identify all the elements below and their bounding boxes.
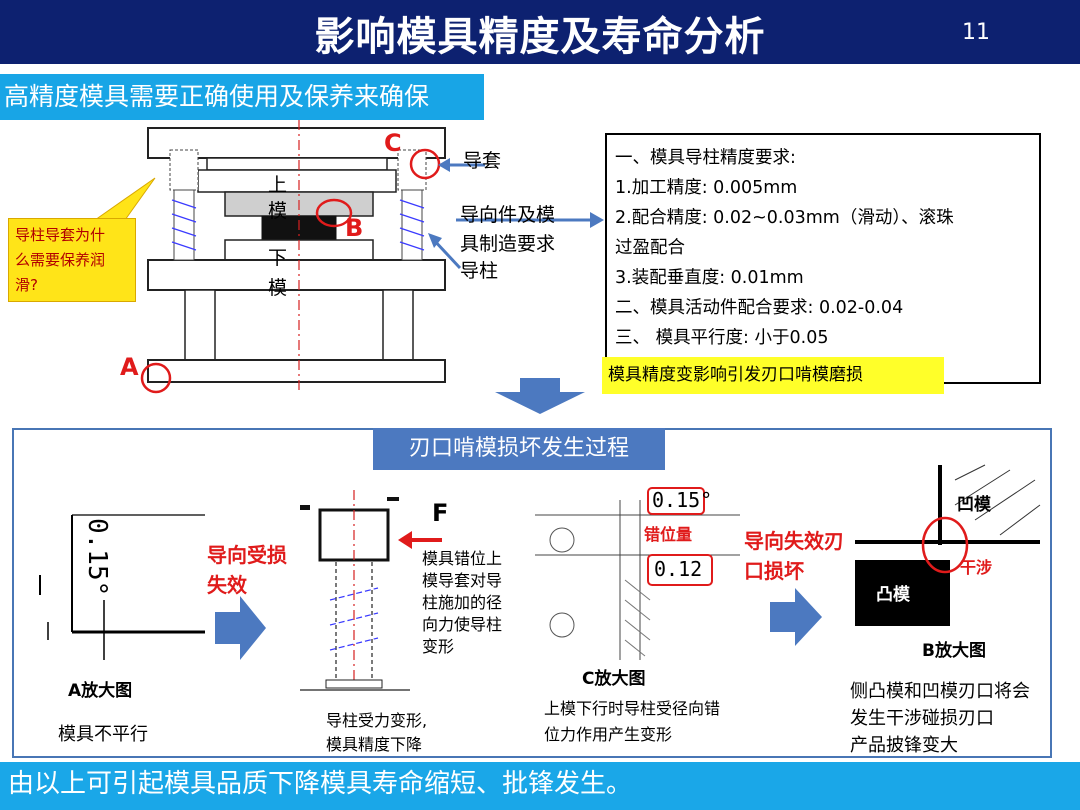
arrow2-line2: 口损坏 [744,559,804,583]
page-title: 影响模具精度及寿命分析 [314,14,766,60]
a-view-desc: 模具不平行 [58,724,148,745]
spec-line: 三、 模具平行度: 小于0.05 [615,328,829,348]
point-c-label: C [384,129,402,157]
b-desc: 侧凸模和凹模刃口将会 发生干涉碰损刃口 产品披锋变大 [850,678,1030,759]
post-desc-line1: 导柱受力变形, [326,711,428,730]
callout-line3: 滑? [15,276,38,294]
upper-die-label-2: 模 [268,200,288,222]
title-bar [0,0,1080,64]
subtitle-banner: 高精度模具需要正确使用及保养来确保 [0,74,484,120]
wear-highlight: 模具精度变影响引发刃口啃模磨损 [602,357,944,394]
callout-line1: 导柱导套为什 [15,226,106,244]
c-tolerance-2: 0.12 [654,557,703,581]
a-view-title: A放大图 [68,681,133,701]
guide-sleeve-label: 导套 [463,150,502,172]
spec-line: 2.配合精度: 0.02~0.03mm（滑动）、滚珠 [615,208,954,228]
a-tolerance: 0.15° [82,518,112,597]
spec-line: 一、模具导柱精度要求: [615,148,796,168]
c-desc-line2: 位力作用产生变形 [544,725,673,744]
arrow1-line2: 失效 [207,573,247,597]
process-title: 刃口啃模损坏发生过程 [373,428,665,470]
punch-label: 凸模 [876,585,910,605]
force-desc-line: 柱施加的径 [422,593,503,612]
footer-banner: 由以上可引起模具品质下降模具寿命缩短、批锋发生。 [0,762,1080,810]
upper-die-label-1: 上 [268,174,288,196]
arrow2-line1: 导向失效刃 [744,529,844,553]
force-desc-line: 模导套对导 [422,571,503,590]
guide-post-label: 导柱 [460,260,499,282]
guide-req-line2: 具制造要求 [460,233,556,255]
lubrication-callout: 导柱导套为什 么需要保养润 滑? [8,218,136,302]
force-f-label: F [432,499,449,527]
lower-die-label-1: 下 [268,247,288,269]
force-desc-line: 向力使导柱 [422,615,503,634]
point-b-label: B [345,214,364,242]
offset-label: 错位量 [644,525,693,544]
spec-line: 二、模具活动件配合要求: 0.02-0.04 [615,298,904,318]
c-view-title: C放大图 [582,669,646,689]
force-desc-line: 模具错位上 [422,549,503,568]
spec-line: 3.装配垂直度: 0.01mm [615,268,804,288]
die-label: 凹模 [957,495,991,515]
c-desc-line1: 上模下行时导柱受径向错 [544,699,721,718]
lower-die-label-2: 模 [268,277,288,299]
force-desc: 模具错位上 模导套对导 柱施加的径 向力使导柱 变形 [422,548,502,658]
force-desc-line: 变形 [422,637,455,656]
spec-line: 1.加工精度: 0.005mm [615,178,798,198]
c-tolerance-1: 0.15° [652,488,713,512]
spec-line: 过盈配合 [615,238,685,258]
b-desc-line: 产品披锋变大 [850,735,958,756]
b-view-title: B放大图 [922,641,986,661]
spec-box: 一、模具导柱精度要求: 1.加工精度: 0.005mm 2.配合精度: 0.02… [605,133,1041,384]
post-desc-line2: 模具精度下降 [326,735,423,754]
b-desc-line: 侧凸模和凹模刃口将会 [850,681,1030,702]
page-number: 11 [962,20,990,45]
guide-req-line1: 导向件及模 [460,204,556,226]
callout-line2: 么需要保养润 [15,251,106,269]
b-desc-line: 发生干涉碰损刃口 [850,708,994,729]
arrow1-line1: 导向受损 [207,543,287,567]
point-a-label: A [120,353,139,381]
interference-label: 干涉 [960,558,993,577]
